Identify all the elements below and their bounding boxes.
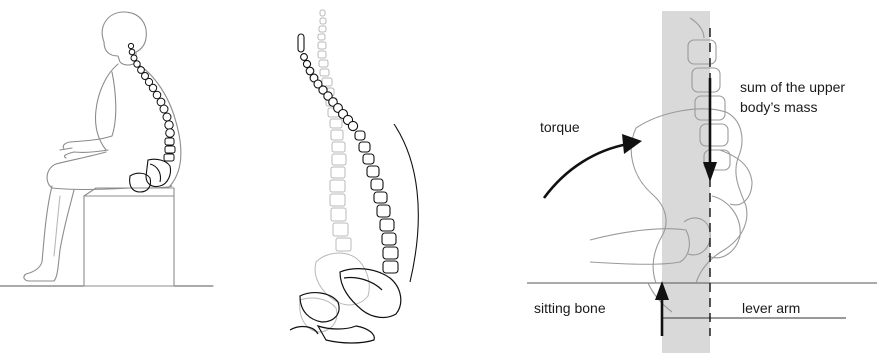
figure-lower-leg — [24, 186, 74, 281]
slumped-spine — [298, 34, 398, 273]
torque-arrow-head — [622, 134, 642, 154]
panel-spine-comparison — [290, 10, 418, 343]
label-mass-line1: sum of the upper — [740, 79, 845, 95]
figure-spine — [128, 43, 175, 161]
panel-seated-figure — [0, 12, 213, 286]
figure-head — [102, 12, 146, 65]
slumped-pelvis — [290, 269, 401, 343]
stool — [84, 196, 174, 286]
panel-pelvis-torque: torque sum of the upper body’s mass sitt… — [527, 11, 877, 353]
label-mass-line2: body’s mass — [740, 99, 818, 115]
label-lever-arm: lever arm — [742, 300, 800, 316]
gravity-band — [662, 11, 710, 353]
torque-arrow — [544, 144, 628, 198]
upright-spine — [318, 10, 351, 251]
label-sitting-bone: sitting bone — [534, 300, 606, 316]
figure-arm — [60, 72, 116, 158]
label-torque: torque — [540, 119, 580, 135]
